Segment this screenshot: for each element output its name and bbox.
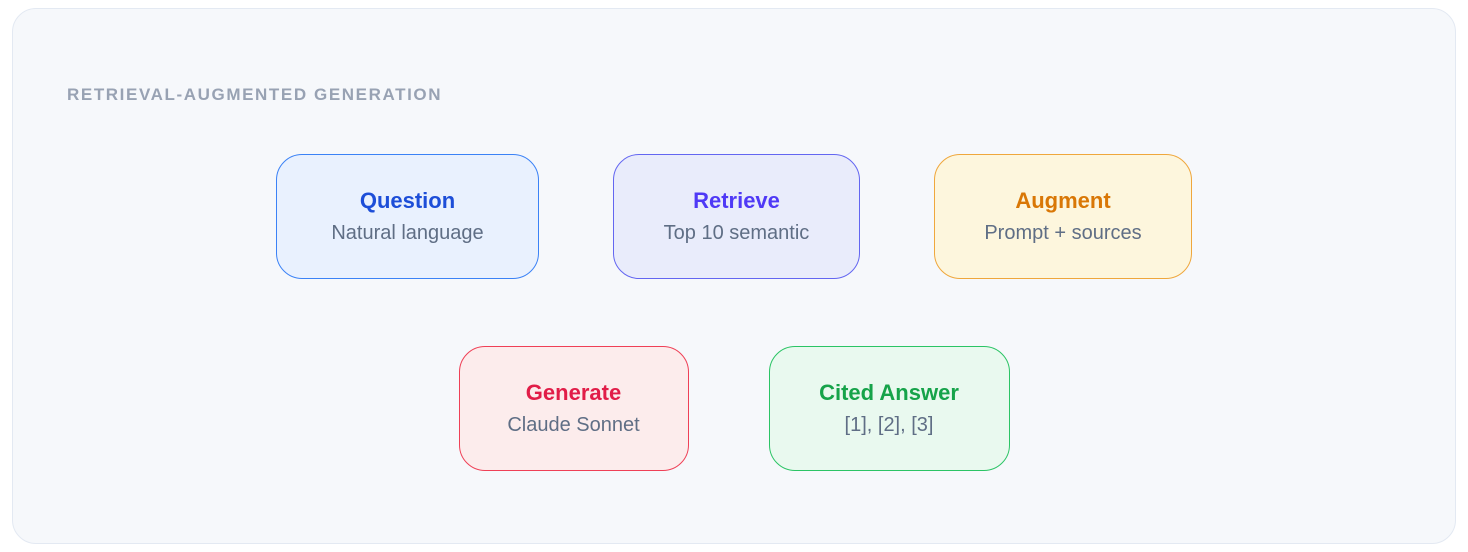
diagram-title: RETRIEVAL-AUGMENTED GENERATION <box>67 85 443 104</box>
node-title: Augment <box>1015 187 1111 213</box>
node-subtitle: Prompt + sources <box>984 222 1142 245</box>
node-title: Question <box>359 187 456 213</box>
node-subtitle: Top 10 semantic <box>663 222 810 245</box>
node-title: Retrieve <box>693 187 780 213</box>
rag-diagram-card: RETRIEVAL-AUGMENTED GENERATION Question … <box>12 8 1456 544</box>
node-title: Cited Answer <box>819 379 959 405</box>
node-subtitle: Natural language <box>331 222 484 245</box>
node-augment: Augment Prompt + sources <box>934 154 1192 279</box>
node-generate: Generate Claude Sonnet <box>458 346 689 471</box>
diagram-row-bottom: Generate Claude Sonnet Cited Answer [1],… <box>13 346 1455 471</box>
node-title: Generate <box>525 379 622 405</box>
node-retrieve: Retrieve Top 10 semantic <box>613 154 860 279</box>
diagram-row-top: Question Natural language Retrieve Top 1… <box>13 154 1455 279</box>
node-subtitle: Claude Sonnet <box>507 414 640 437</box>
node-subtitle: [1], [2], [3] <box>844 414 934 437</box>
node-cited-answer: Cited Answer [1], [2], [3] <box>768 346 1010 471</box>
node-question: Question Natural language <box>276 154 539 279</box>
